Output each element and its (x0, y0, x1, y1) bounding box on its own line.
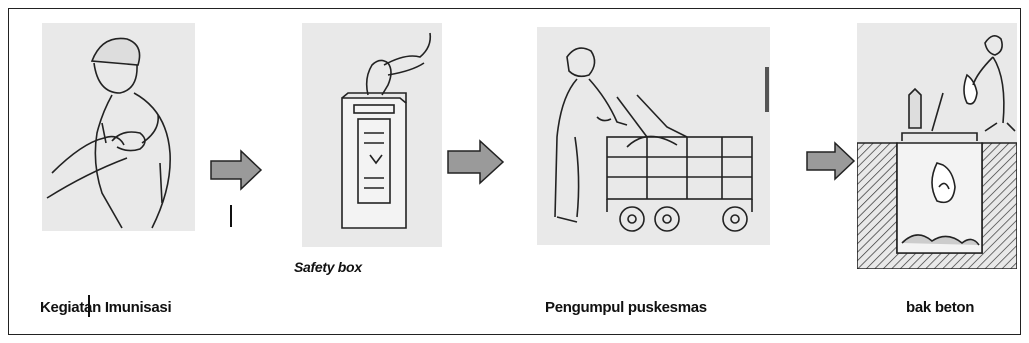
arrow-right-icon (210, 149, 263, 191)
arrow-right-icon (806, 141, 856, 181)
step-label-safety-box: Safety box (294, 259, 362, 275)
safety-box-illustration (302, 23, 442, 247)
text-cursor (230, 205, 232, 227)
step-label-collector: Pengumpul puskesmas (545, 299, 707, 316)
step-label-immunization: Kegiatan Imunisasi (40, 299, 172, 316)
diagram-frame: Kegiatan Imunisasi Safety box Pengumpul … (8, 8, 1021, 335)
text-cursor (88, 295, 90, 317)
arrow-right-icon (447, 139, 505, 185)
puskesmas-collector-illustration (537, 27, 770, 245)
step-label-concrete-tub: bak beton (906, 299, 975, 316)
concrete-tub-illustration (857, 23, 1017, 269)
immunization-illustration (42, 23, 195, 231)
